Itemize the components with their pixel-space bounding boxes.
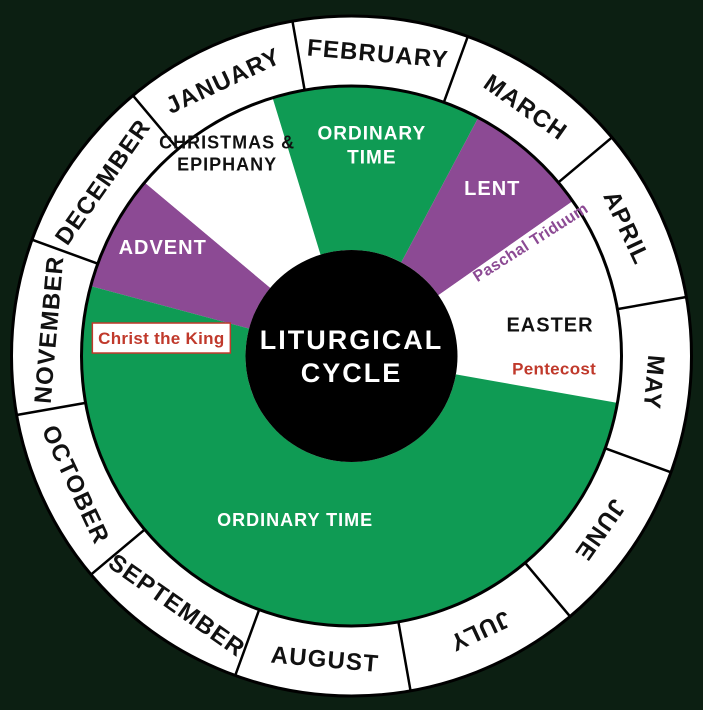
- month-divider-8: [90, 528, 146, 576]
- month-divider-1: [442, 36, 469, 103]
- season-wedge-advent: [90, 182, 271, 329]
- season-wedge-ordinary-time: [81, 286, 618, 627]
- pentecost-label: Pentecost: [512, 359, 596, 378]
- month-divider-9: [16, 401, 86, 417]
- easter-label: EASTER: [506, 315, 593, 337]
- season-label-christmas-epiphany: CHRISTMAS &EPIPHANY: [159, 132, 295, 174]
- season-wedge-ordinary-time-winter: [272, 86, 479, 263]
- month-divider-7: [234, 609, 261, 676]
- christ-the-king-label-box: [91, 322, 232, 354]
- month-divider-2: [557, 136, 613, 184]
- christ-the-king-label: Christ the King: [98, 329, 224, 348]
- month-divider-5: [524, 562, 572, 618]
- month-divider-10: [31, 238, 99, 265]
- month-divider-4: [604, 447, 672, 474]
- month-label-may: MAY: [638, 354, 670, 411]
- season-label-advent: ADVENT: [119, 237, 207, 259]
- ring-separator-circle: [80, 84, 623, 628]
- center-circle: [245, 250, 458, 462]
- month-divider-3: [617, 295, 687, 311]
- season-wedge-lent: [401, 117, 573, 296]
- season-label-ordinary-time: ORDINARY TIME: [217, 510, 373, 530]
- month-divider-11: [131, 94, 179, 150]
- month-divider-6: [397, 621, 412, 692]
- season-label-lent: LENT: [464, 178, 520, 200]
- month-divider-0: [291, 20, 306, 91]
- season-wedge-easter: [438, 201, 622, 403]
- season-wedge-christmas-epiphany: [144, 97, 321, 288]
